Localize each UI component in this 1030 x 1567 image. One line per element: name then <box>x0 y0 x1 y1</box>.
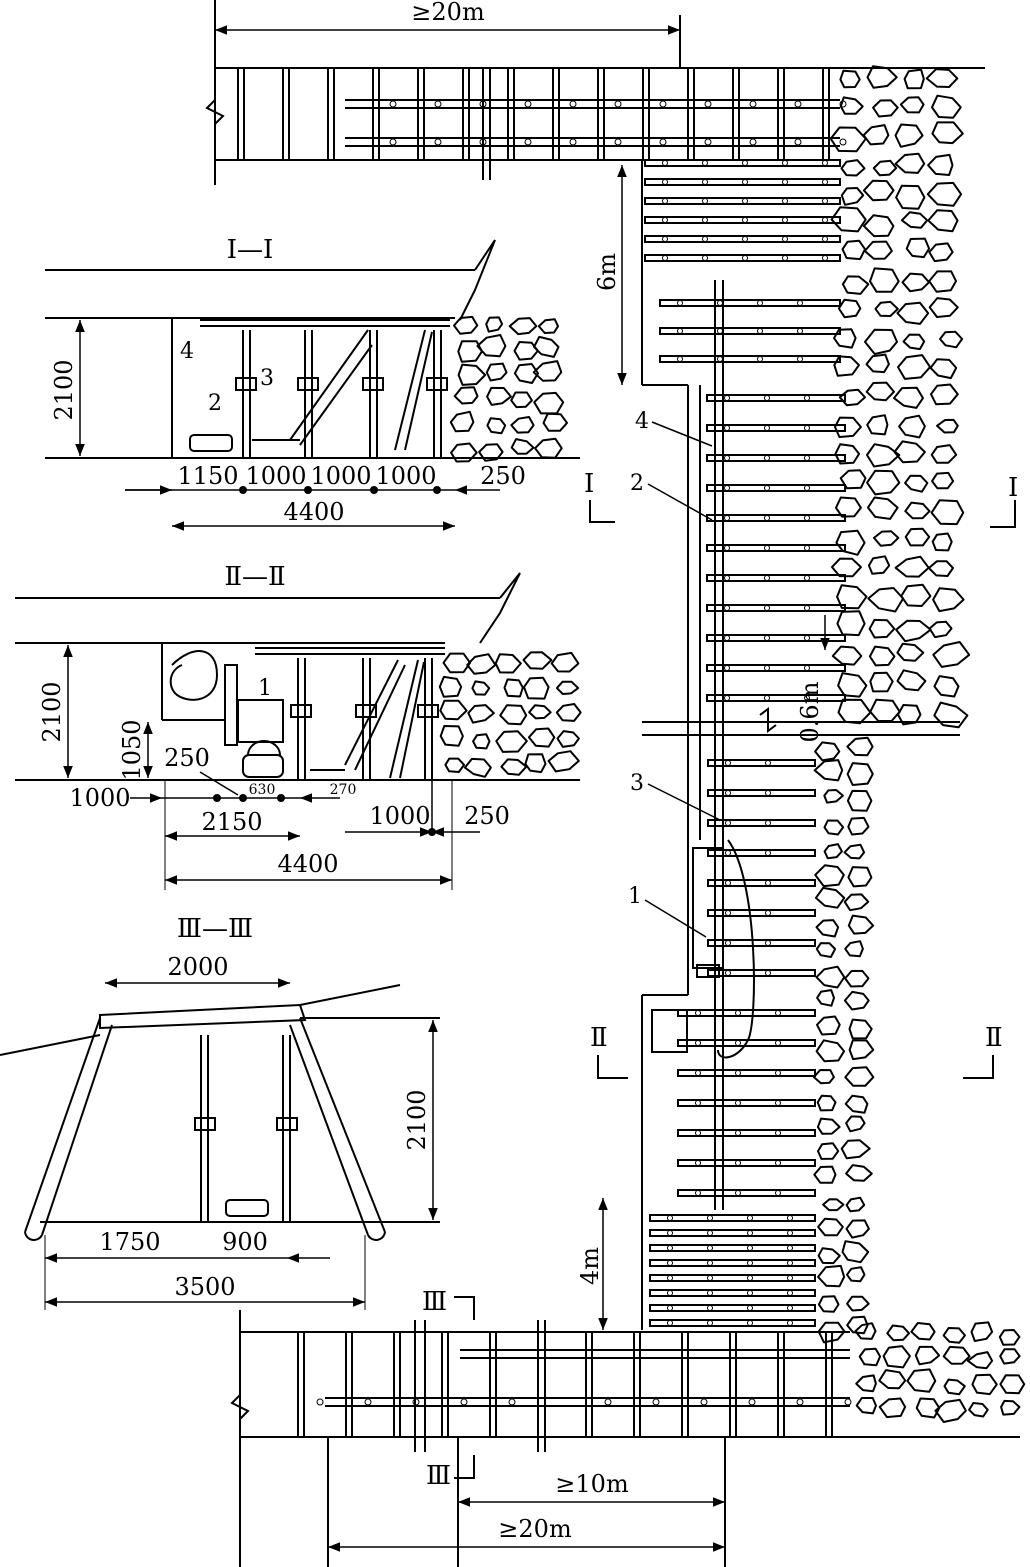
section-II-height: 2100 <box>38 681 66 742</box>
section-mark-I-right: Ⅰ <box>1008 473 1018 503</box>
goaf-rocks <box>438 65 1026 1423</box>
section-mark-I-left: Ⅰ <box>584 469 594 499</box>
dim-6m-label: 6m <box>593 253 621 291</box>
section-I-title: Ⅰ—Ⅰ <box>227 235 274 265</box>
section-II-callout-1: 1 <box>258 676 272 701</box>
section-II-height2: 1050 <box>118 719 146 780</box>
section-III-title: Ⅲ—Ⅲ <box>177 914 253 944</box>
section-I-callout-4: 4 <box>180 339 194 364</box>
section-III-top: 2000 <box>167 953 228 981</box>
top-dimension-label: ≥20m <box>411 0 485 26</box>
section-II-2150: 2150 <box>201 808 262 836</box>
top-roadway <box>205 0 985 185</box>
section-I-span-2: 1000 <box>245 462 306 490</box>
section-II-270: 270 <box>330 782 357 798</box>
section-I-span-5: 250 <box>480 462 526 490</box>
bottom-roadway-props <box>297 1332 852 1437</box>
section-II: Ⅱ—Ⅱ 1 210 <box>15 562 580 890</box>
section-mark-III-bottom: Ⅲ <box>426 1461 451 1491</box>
callout-1: 1 <box>628 884 642 909</box>
section-I-span-3: 1000 <box>310 462 371 490</box>
dim-20m-bottom-label: ≥20m <box>498 1515 572 1543</box>
section-I-total: 4400 <box>283 498 344 526</box>
section-II-250a: 250 <box>164 744 210 772</box>
section-I-callout-3: 3 <box>260 366 274 391</box>
section-III-height: 2100 <box>403 1089 431 1150</box>
section-II-total: 4400 <box>277 850 338 878</box>
dim-10m-label: ≥10m <box>555 1470 629 1498</box>
working-face <box>641 160 960 1330</box>
section-mark-III-top: Ⅲ <box>422 1287 447 1317</box>
dim-4m-label: 4m <box>576 1247 604 1285</box>
top-roadway-props <box>237 68 847 160</box>
section-I-callout-2: 2 <box>208 391 222 416</box>
section-mark-II-left: Ⅱ <box>590 1023 608 1053</box>
callout-2: 2 <box>630 471 644 496</box>
section-I-height: 2100 <box>50 359 78 420</box>
section-mark-II-right: Ⅱ <box>985 1023 1003 1053</box>
section-I-span-4: 1000 <box>375 462 436 490</box>
section-III-total: 3500 <box>174 1273 235 1301</box>
section-III: Ⅲ—Ⅲ 2000 2100 1750 900 <box>0 914 440 1310</box>
section-III-900: 900 <box>222 1228 268 1256</box>
section-II-1000b: 1000 <box>369 802 430 830</box>
section-II-250b: 250 <box>464 802 510 830</box>
section-II-1000a: 1000 <box>69 784 130 812</box>
face-support-beams <box>644 159 846 1327</box>
section-II-630: 630 <box>249 782 276 798</box>
section-I-span-1: 1150 <box>177 462 238 490</box>
bottom-roadway <box>230 1310 1020 1567</box>
section-I: Ⅰ—Ⅰ 2100 4 3 2 <box>45 235 580 531</box>
callout-4: 4 <box>635 409 649 434</box>
callout-3: 3 <box>630 771 644 796</box>
dim-06m-label: 0.6m <box>796 681 824 742</box>
section-III-1750: 1750 <box>99 1228 160 1256</box>
section-II-title: Ⅱ—Ⅱ <box>224 562 285 592</box>
